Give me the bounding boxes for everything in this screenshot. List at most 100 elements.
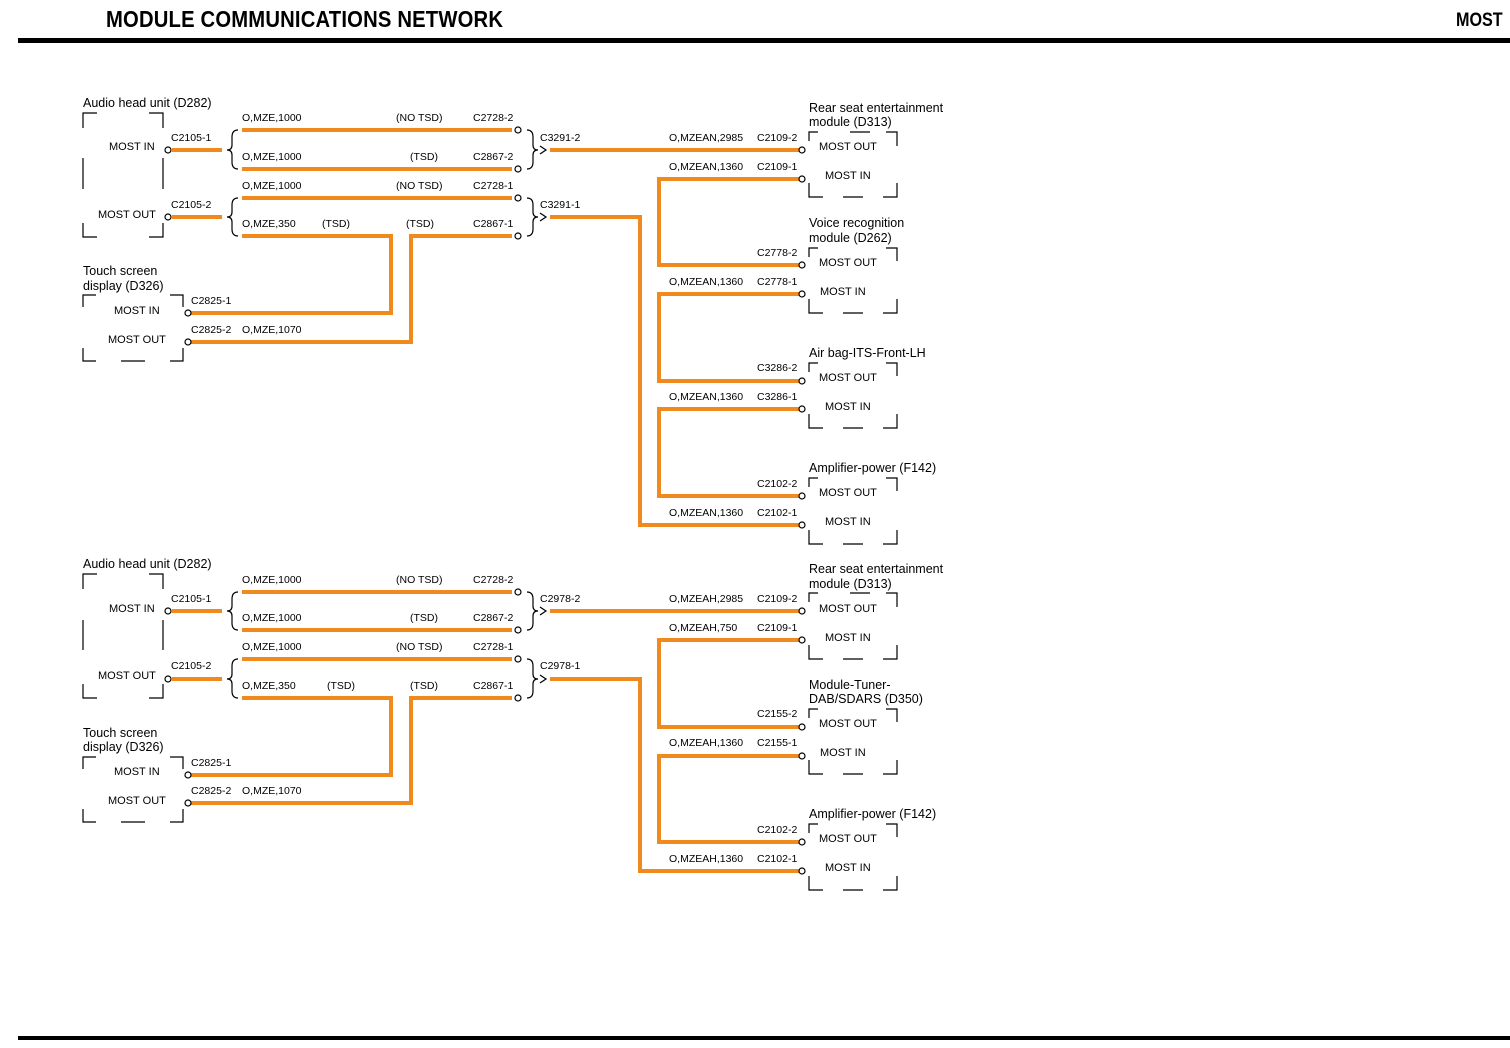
brace [526, 129, 539, 170]
connector-pin [184, 771, 192, 779]
touch-screen-display: Touch screen display (D326) MOST IN MOST… [82, 726, 302, 823]
pin-label: C2109-1 [757, 161, 797, 173]
wire-note: (NO TSD) [396, 574, 442, 586]
splice-label: C3291-2 [540, 132, 580, 144]
splice-label: C3291-1 [540, 199, 580, 211]
box-frame [82, 620, 164, 650]
box-frame [808, 299, 898, 314]
module-title: display (D326) [83, 279, 164, 293]
wire-note: (TSD) [410, 612, 438, 624]
wire-label: O,MZEAN,1360 [669, 507, 743, 519]
wire [188, 696, 393, 777]
box-frame [808, 414, 898, 429]
wire [188, 234, 512, 344]
rear-seat-entertainment-module: Rear seat entertainment module (D313) MO… [669, 562, 944, 660]
wire-label: O,MZE,1070 [242, 785, 302, 797]
wire-label: O,MZE,1000 [242, 574, 302, 586]
wire-label: O,MZE,1000 [242, 612, 302, 624]
connector-pin [514, 232, 522, 240]
brace [226, 197, 239, 237]
brace [526, 197, 539, 237]
connector-pin [184, 799, 192, 807]
module-title: Touch screen [83, 726, 157, 740]
most-in-label: MOST IN [820, 286, 866, 298]
connector-pin [514, 626, 522, 634]
wire [657, 754, 802, 844]
wire-label: O,MZE,1000 [242, 180, 302, 192]
box-frame [82, 348, 184, 362]
pin-label: C2825-2 [191, 785, 231, 797]
pin-label: C2728-2 [473, 112, 513, 124]
wire-label: O,MZE,1000 [242, 112, 302, 124]
connector-pin [184, 338, 192, 346]
box-frame [808, 530, 898, 545]
pin-label: C2778-2 [757, 247, 797, 259]
pin-label: C2155-1 [757, 737, 797, 749]
splice-label: C2978-1 [540, 660, 580, 672]
box-frame [82, 809, 184, 823]
pin-label: C2102-2 [757, 824, 797, 836]
module-title: Voice recognition [809, 216, 904, 230]
pin-label: C2109-2 [757, 132, 797, 144]
wire-label: O,MZE,1000 [242, 151, 302, 163]
voice-recognition-module: Voice recognition module (D262) MOST OUT… [669, 216, 904, 314]
pin-label: C2867-1 [473, 680, 513, 692]
wire [188, 234, 393, 315]
most-in-label: MOST IN [820, 747, 866, 759]
wire-label: O,MZE,350 [242, 218, 296, 230]
connector-pin [164, 675, 172, 683]
box-frame [808, 247, 898, 261]
connector-pin [184, 309, 192, 317]
air-bag-its-module: Air bag-ITS-Front-LH MOST OUT MOST IN C3… [669, 346, 926, 429]
wire-note: (NO TSD) [396, 112, 442, 124]
box-frame [82, 294, 184, 307]
most-in-label: MOST IN [109, 603, 155, 615]
box-frame [82, 223, 164, 238]
touch-screen-display: Touch screen display (D326) MOST IN MOST… [82, 264, 302, 362]
module-title: Touch screen [83, 264, 157, 278]
wires-top [172, 128, 802, 527]
connector-pin [798, 492, 806, 500]
pin-label: C2867-1 [473, 218, 513, 230]
rear-seat-entertainment-module: Rear seat entertainment module (D313) MO… [669, 101, 944, 198]
most-out-label: MOST OUT [819, 487, 877, 499]
brace [526, 658, 539, 699]
pin-label: C2825-1 [191, 295, 231, 307]
pin-label: C3286-2 [757, 362, 797, 374]
connector-pin [798, 838, 806, 846]
amplifier-power-module: Amplifier-power (F142) MOST OUT MOST IN … [669, 461, 936, 545]
pin-label: C2825-2 [191, 324, 231, 336]
connector-pin [798, 752, 806, 760]
most-in-label: MOST IN [109, 141, 155, 153]
pin-label: C2105-1 [171, 593, 211, 605]
box-frame [82, 112, 164, 128]
connector-pin [798, 146, 806, 154]
pin-label: C2109-2 [757, 593, 797, 605]
most-in-label: MOST IN [825, 170, 871, 182]
brace [526, 591, 539, 631]
splice-arrow [539, 674, 548, 684]
box-frame [808, 876, 898, 891]
module-title: Module-Tuner- [809, 678, 891, 692]
wire-label: O,MZEAN,1360 [669, 276, 743, 288]
box-frame [808, 477, 898, 491]
most-in-label: MOST IN [825, 632, 871, 644]
most-out-label: MOST OUT [819, 718, 877, 730]
wire [657, 407, 802, 498]
splice-arrow [539, 145, 548, 155]
audio-head-unit: Audio head unit (D282) MOST IN MOST OUT … [82, 557, 212, 699]
box-frame [82, 573, 164, 589]
most-in-label: MOST IN [825, 862, 871, 874]
wire-label: O,MZE,1000 [242, 641, 302, 653]
brace [226, 591, 239, 631]
page-title: MODULE COMMUNICATIONS NETWORK [106, 6, 504, 32]
pin-label: C2102-2 [757, 478, 797, 490]
connector-pin [514, 194, 522, 202]
connector-pin [514, 588, 522, 596]
connector-pin [798, 636, 806, 644]
wire-label: O,MZE,1070 [242, 324, 302, 336]
connector-pin [164, 607, 172, 615]
wire-label: O,MZE,350 [242, 680, 296, 692]
module-title: module (D262) [809, 231, 892, 245]
splice-arrow [539, 606, 548, 616]
